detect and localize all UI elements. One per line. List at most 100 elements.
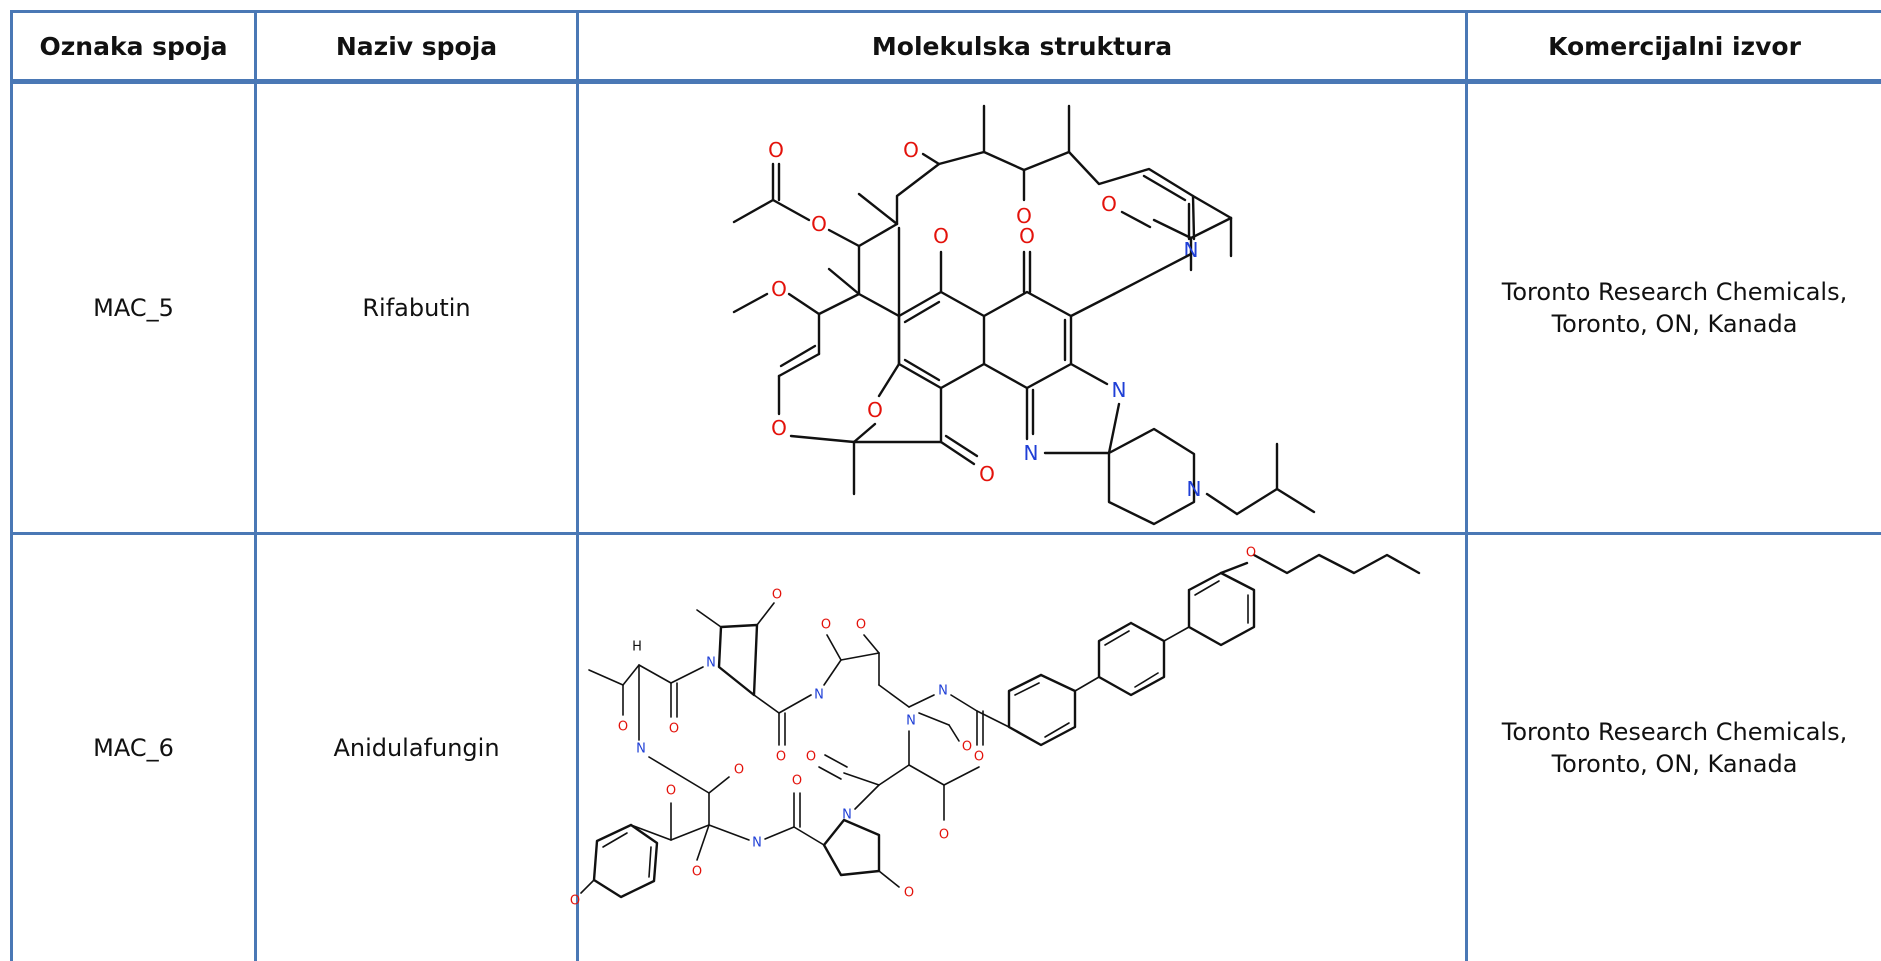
bond xyxy=(1252,553,1421,575)
oxygen-atom: O xyxy=(811,212,827,236)
bond xyxy=(1112,252,1193,296)
bond xyxy=(1142,174,1187,202)
bond xyxy=(1134,672,1159,688)
source-line: Toronto, ON, Kanada xyxy=(1551,310,1798,338)
bond xyxy=(1235,487,1279,516)
header-code: Oznaka spoja xyxy=(39,31,228,61)
row-code: MAC_6 xyxy=(93,734,174,762)
bond xyxy=(1187,571,1256,647)
bond xyxy=(1189,216,1233,240)
oxygen-atom: O xyxy=(734,763,744,778)
grid-line xyxy=(576,10,579,961)
bond xyxy=(878,684,910,708)
bond xyxy=(818,766,842,780)
bond xyxy=(1074,676,1100,692)
oxygen-atom: O xyxy=(776,750,786,765)
header-source: Komercijalni izvor xyxy=(1548,31,1801,61)
bond xyxy=(877,362,901,398)
source-line: Toronto Research Chemicals, xyxy=(1501,718,1848,746)
nitrogen-atom: N xyxy=(1112,378,1127,402)
oxygen-atom: O xyxy=(772,588,782,603)
bond xyxy=(827,228,861,248)
bond xyxy=(1205,492,1239,516)
oxygen-atom: O xyxy=(692,865,702,880)
bond xyxy=(878,764,910,786)
bond xyxy=(918,712,950,726)
bond xyxy=(778,694,812,714)
bond xyxy=(1097,621,1166,697)
header-name: Naziv spoja xyxy=(335,31,498,61)
bond xyxy=(823,659,842,686)
bond xyxy=(903,358,941,382)
nitrogen-atom: N xyxy=(1024,441,1039,465)
bond xyxy=(732,292,769,314)
bond xyxy=(588,669,624,686)
bond xyxy=(630,824,672,841)
bond xyxy=(944,434,979,458)
nitrogen-atom: N xyxy=(906,714,916,729)
bond xyxy=(779,344,817,368)
bond xyxy=(708,776,730,794)
bond xyxy=(756,602,775,626)
row-name: Anidulafungin xyxy=(333,734,500,762)
oxygen-atom: O xyxy=(939,828,949,843)
bond xyxy=(840,652,880,661)
nitrogen-atom: N xyxy=(938,684,948,699)
oxygen-atom: O xyxy=(867,398,883,422)
grid-line xyxy=(1465,10,1468,961)
hydrogen-atom: H xyxy=(632,640,642,655)
bond xyxy=(897,290,986,390)
bond xyxy=(1069,362,1109,386)
row-name: Rifabutin xyxy=(362,294,471,322)
bond xyxy=(857,192,899,226)
bond xyxy=(950,694,978,712)
bond xyxy=(1107,427,1196,526)
bond xyxy=(764,826,795,840)
oxygen-atom: O xyxy=(792,774,802,789)
nitrogen-atom: N xyxy=(814,688,824,703)
row-code: MAC_5 xyxy=(93,294,174,322)
oxygen-atom: O xyxy=(806,750,816,765)
bond xyxy=(908,764,945,786)
bond xyxy=(976,710,1010,728)
bond xyxy=(717,623,759,697)
bond xyxy=(753,694,780,714)
bond xyxy=(1104,630,1130,646)
grid-line xyxy=(254,10,257,961)
oxygen-atom: O xyxy=(821,618,831,633)
bond xyxy=(696,824,710,861)
bond xyxy=(777,352,821,378)
bond xyxy=(670,666,704,684)
bond xyxy=(648,846,652,878)
oxygen-atom: O xyxy=(666,784,676,799)
rifabutin-structure: O O O O O N O O xyxy=(732,104,1316,526)
bond xyxy=(824,754,848,768)
bond xyxy=(843,772,880,786)
bond xyxy=(696,609,722,628)
bond xyxy=(708,824,750,841)
oxygen-atom: O xyxy=(1016,204,1032,228)
bond xyxy=(852,422,877,444)
oxygen-atom: O xyxy=(768,138,784,162)
bond xyxy=(854,784,880,810)
bond xyxy=(921,152,941,166)
bond xyxy=(948,724,960,742)
oxygen-atom: O xyxy=(974,750,984,765)
row-source: Toronto Research Chemicals, Toronto, ON,… xyxy=(1468,535,1881,961)
bond xyxy=(789,434,856,444)
bond xyxy=(638,664,672,684)
bond xyxy=(878,870,900,888)
bond xyxy=(732,198,775,224)
nitrogen-atom: N xyxy=(752,836,762,851)
source-line: Toronto Research Chemicals, xyxy=(1501,278,1848,306)
oxygen-atom: O xyxy=(669,722,679,737)
bond xyxy=(903,300,941,324)
bond xyxy=(602,832,628,848)
oxygen-atom: O xyxy=(904,886,914,901)
bond xyxy=(1120,210,1152,229)
oxygen-atom: O xyxy=(570,894,580,909)
bond xyxy=(908,694,935,708)
bond xyxy=(670,824,710,841)
oxygen-atom: O xyxy=(1246,546,1256,561)
oxygen-atom: O xyxy=(618,720,628,735)
